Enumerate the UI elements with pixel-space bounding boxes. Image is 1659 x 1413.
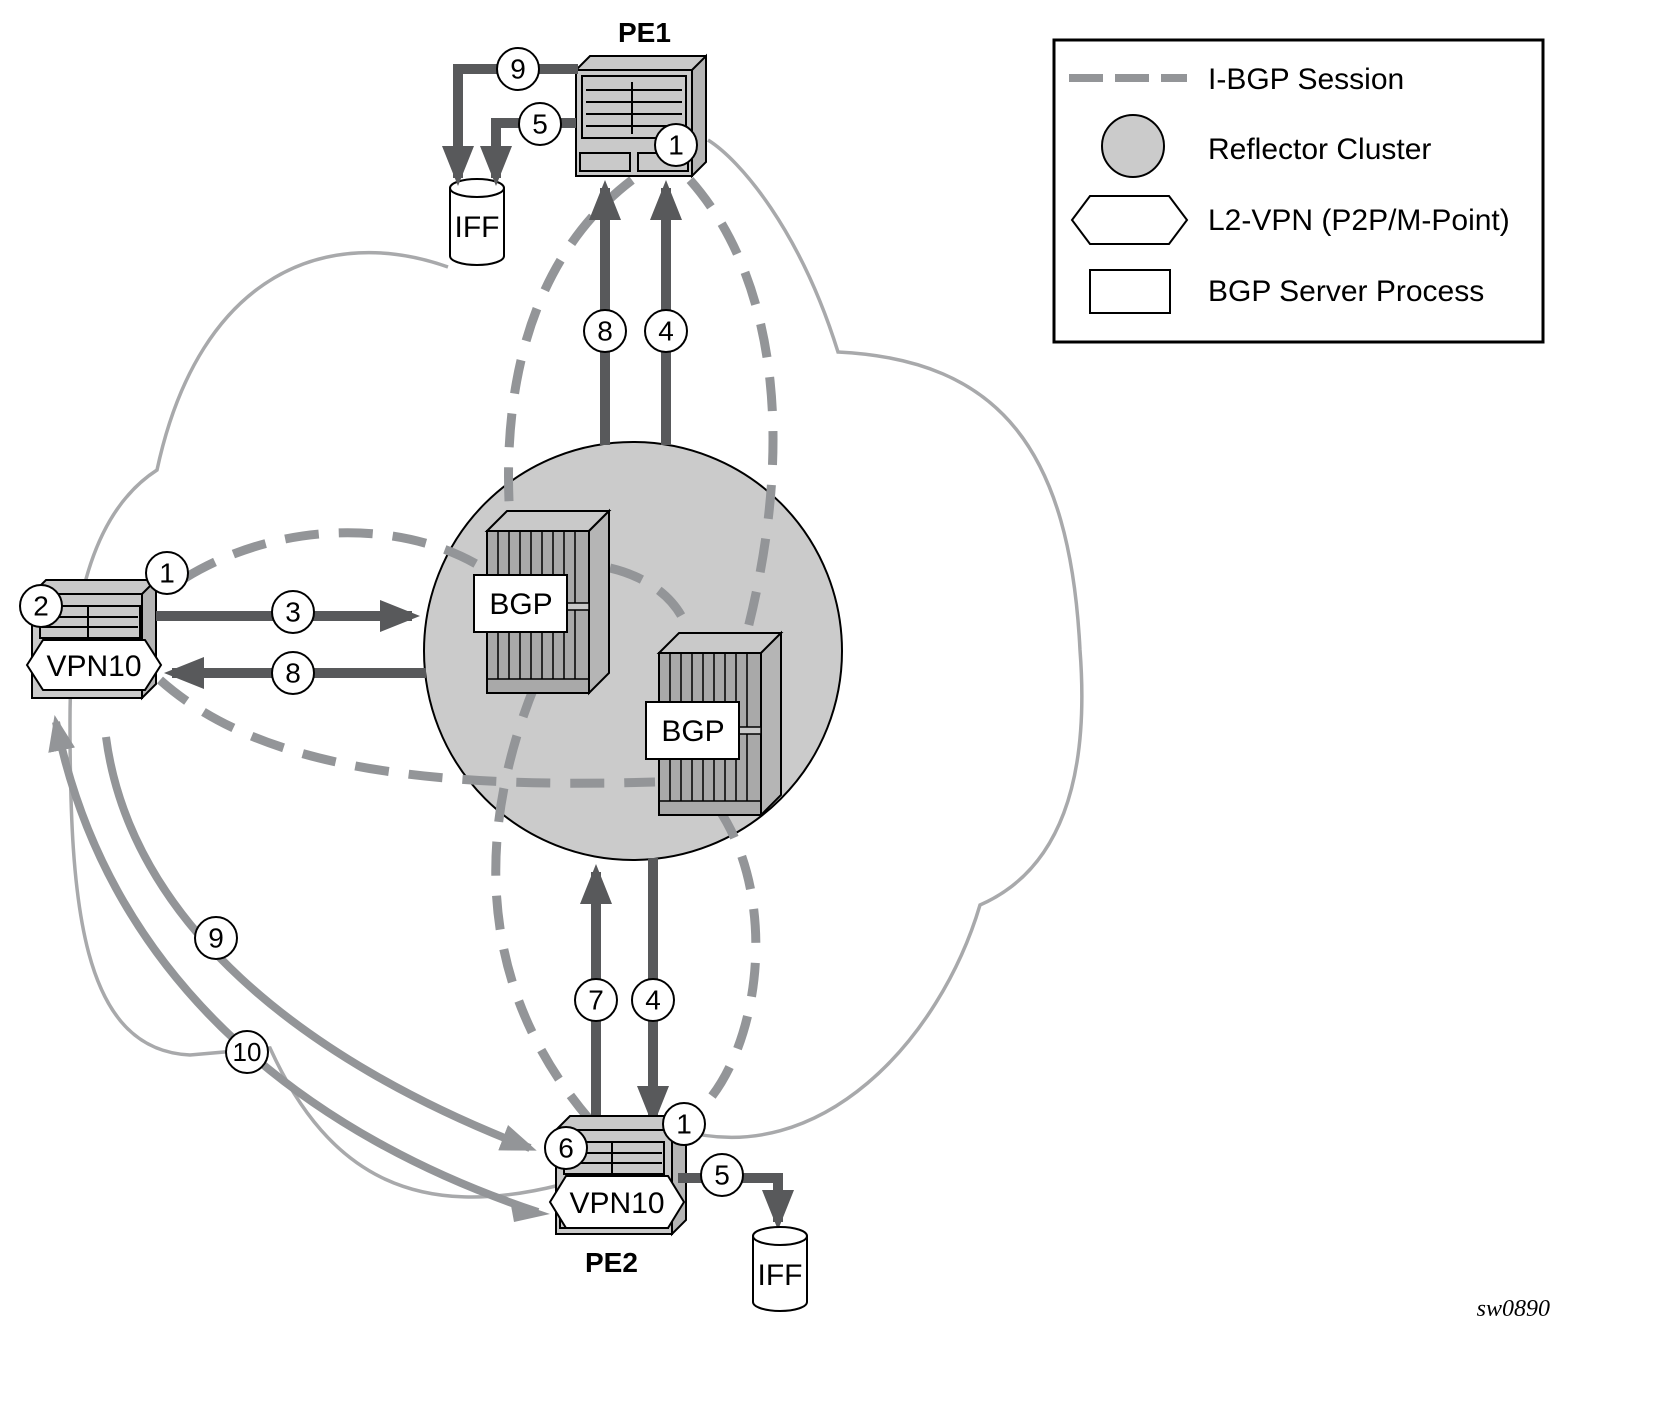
step-number: 5 <box>532 109 548 140</box>
step-circle <box>271 590 315 634</box>
step-marker: 1 <box>662 1102 706 1146</box>
bgp-process-2-label: BGP <box>661 715 724 748</box>
step-number: 4 <box>658 316 674 347</box>
ibgp-pe1-rr2 <box>686 177 778 642</box>
step-marker: 10 <box>225 1030 269 1074</box>
step-marker: 7 <box>574 978 618 1022</box>
bgp-process-2: BGP <box>645 701 740 760</box>
pe1-iff-database: IFF <box>449 178 505 266</box>
step-circle <box>574 978 618 1022</box>
pe2-iff-database: IFF <box>752 1226 808 1312</box>
step-marker: 1 <box>654 123 698 167</box>
step-number: 4 <box>645 985 661 1016</box>
pe1-label: PE1 <box>618 17 671 48</box>
pe3-vpn10-hexagon[interactable]: VPN10 <box>25 639 163 691</box>
step-marker: 4 <box>644 309 688 353</box>
step-circle <box>19 584 63 628</box>
ibgp-rr1-rr2 <box>608 563 695 641</box>
step-number: 10 <box>233 1037 262 1067</box>
step-marker: 6 <box>544 1126 588 1170</box>
step-marker: 2 <box>19 584 63 628</box>
ibgp-pe2-rr1 <box>491 683 594 1123</box>
step-circle <box>631 978 675 1022</box>
figure-id: sw0890 <box>1477 1296 1550 1322</box>
step-circle <box>700 1153 744 1197</box>
step-marker: 9 <box>194 916 238 960</box>
step-marker: 8 <box>271 651 315 695</box>
step-circle <box>271 651 315 695</box>
step-markers: 9 5 1 8 4 1 2 3 8 9 10 7 4 1 6 5 <box>19 47 744 1197</box>
pe3-vpn-label: VPN10 <box>46 650 141 683</box>
ibgp-pe3-rr1 <box>182 528 481 582</box>
step-circle <box>145 551 189 595</box>
legend: I-BGP Session Reflector Cluster L2-VPN (… <box>1052 38 1545 344</box>
pe3-to-pe2-flow-9 <box>102 736 537 1152</box>
step-circle <box>518 102 562 146</box>
ibgp-pe1-rr1 <box>504 176 635 521</box>
pe2-vpn-label: VPN10 <box>569 1187 664 1220</box>
step-circle <box>662 1102 706 1146</box>
step-number: 3 <box>285 597 301 628</box>
pe1-iff-label: IFF <box>455 211 500 244</box>
pe2-incoming-arrowhead <box>510 1200 550 1222</box>
step-number: 5 <box>714 1160 730 1191</box>
legend-bgp-process-label: BGP Server Process <box>1208 275 1484 308</box>
step-circle <box>654 123 698 167</box>
step-marker: 4 <box>631 978 675 1022</box>
ibgp-pe2-rr2 <box>696 805 761 1114</box>
step-marker: 3 <box>271 590 315 634</box>
step-marker: 5 <box>518 102 562 146</box>
step-number: 1 <box>159 558 175 589</box>
step-circle <box>225 1030 269 1074</box>
step-number: 9 <box>510 54 526 85</box>
pe2-iff-label: IFF <box>758 1259 803 1292</box>
step-marker: 9 <box>496 47 540 91</box>
step-circle <box>583 309 627 353</box>
step-marker: 5 <box>700 1153 744 1197</box>
step-number: 8 <box>285 658 301 689</box>
legend-cluster-label: Reflector Cluster <box>1208 133 1431 166</box>
step-number: 1 <box>676 1109 692 1140</box>
step-circle <box>644 309 688 353</box>
step-number: 2 <box>33 591 49 622</box>
step-number: 7 <box>588 985 604 1016</box>
legend-l2vpn-symbol <box>1070 195 1189 245</box>
step-circle <box>544 1126 588 1170</box>
legend-bgp-process-symbol <box>1089 269 1171 314</box>
bgp-process-1: BGP <box>473 574 568 633</box>
legend-cluster-symbol <box>1101 114 1165 178</box>
ibgp-sessions <box>157 176 778 1123</box>
step-circle <box>496 47 540 91</box>
step-number: 1 <box>668 130 684 161</box>
step-number: 9 <box>208 923 224 954</box>
step-marker: 8 <box>583 309 627 353</box>
step-number: 8 <box>597 316 613 347</box>
pe2-label: PE2 <box>585 1247 638 1278</box>
step-circle <box>194 916 238 960</box>
legend-ibgp-label: I-BGP Session <box>1208 63 1404 96</box>
bgp-process-1-label: BGP <box>489 588 552 621</box>
pe2-to-pe3-flow-10 <box>48 714 540 1216</box>
legend-l2vpn-label: L2-VPN (P2P/M-Point) <box>1208 204 1510 237</box>
step-number: 6 <box>558 1133 574 1164</box>
step-marker: 1 <box>145 551 189 595</box>
pe2-vpn10-hexagon[interactable]: VPN10 <box>548 1175 686 1229</box>
